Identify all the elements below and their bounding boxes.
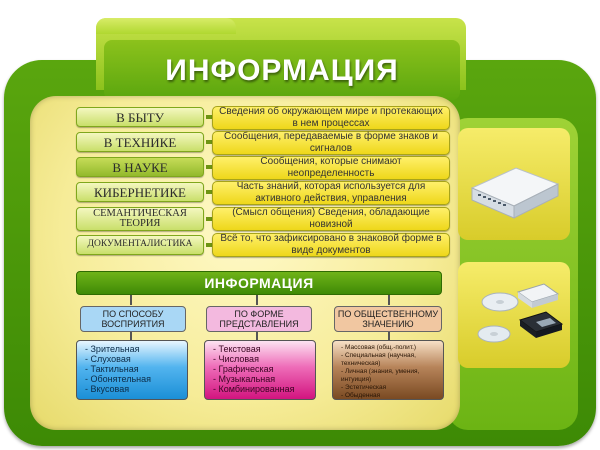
- connector-line: [388, 332, 390, 340]
- definition-label-science: В НАУКЕ: [76, 157, 204, 177]
- list-item: - Комбинированная: [213, 384, 295, 394]
- connector-line: [256, 332, 258, 340]
- list-perception: - Зрительная - Слуховая - Тактильная - О…: [76, 340, 188, 400]
- definition-label-technology: В ТЕХНИКЕ: [76, 132, 204, 152]
- list-item: - Массовая (общ.-полит.): [341, 344, 417, 351]
- category-perception-label: ПО СПОСОБУ ВОСПРИЯТИЯ: [101, 309, 165, 329]
- title-band: [104, 40, 460, 100]
- folder-tab-notch: [96, 18, 236, 34]
- list-item: - Тактильная: [85, 364, 139, 374]
- list-item: - Эстетическая: [341, 384, 387, 391]
- definition-label-everyday: В БЫТУ: [76, 107, 204, 127]
- definition-desc-semantic-theory: (Смысл общения) Сведения, обладающие нов…: [212, 207, 450, 231]
- definition-label-documentation: ДОКУМЕНТАЛИСТИКА: [76, 235, 204, 255]
- list-item: - Обыденная: [341, 392, 381, 399]
- definition-desc-everyday: Сведения об окружающем мире и протекающи…: [212, 106, 450, 130]
- list-item: - Вкусовая: [85, 384, 130, 394]
- page-title: ИНФОРМАЦИЯ: [165, 54, 399, 87]
- list-item: - Зрительная: [85, 344, 140, 354]
- definition-desc-cybernetics: Часть знаний, которая используется для а…: [212, 181, 450, 205]
- list-item: - Текстовая: [213, 344, 261, 354]
- list-item: - Обонятельная: [85, 374, 152, 384]
- definition-desc-science: Сообщения, которые снимают неопределенно…: [212, 156, 450, 180]
- storage-media-card: [458, 262, 570, 368]
- connector-line: [256, 295, 258, 305]
- category-social-value: ПО ОБЩЕСТВЕННОМУ ЗНАЧЕНИЮ: [334, 306, 442, 332]
- list-item: техническая): [341, 360, 381, 367]
- category-social-value-label: ПО ОБЩЕСТВЕННОМУ ЗНАЧЕНИЮ: [337, 309, 439, 329]
- connector-line: [130, 295, 132, 305]
- list-item: - Графическая: [213, 364, 274, 374]
- list-item: - Личная (знания, умения,: [341, 368, 420, 375]
- connector-line: [130, 332, 132, 340]
- list-item: - Числовая: [213, 354, 259, 364]
- connector-line: [388, 295, 390, 305]
- cd-discs-icon: [477, 292, 519, 343]
- classification-title: ИНФОРМАЦИЯ: [76, 271, 442, 295]
- list-social-value: - Массовая (общ.-полит.) - Специальная (…: [332, 340, 444, 400]
- network-switch-icon: [470, 167, 560, 219]
- list-representation: - Текстовая - Числовая - Графическая - М…: [204, 340, 316, 400]
- category-representation: ПО ФОРМЕ ПРЕДСТАВЛЕНИЯ: [206, 306, 312, 332]
- category-representation-label: ПО ФОРМЕ ПРЕДСТАВЛЕНИЯ: [219, 309, 299, 329]
- definition-label-semantic-theory: СЕМАНТИЧЕСКАЯ ТЕОРИЯ: [76, 207, 204, 231]
- floppy-disks-icon: [477, 283, 564, 343]
- list-item: интуиция): [341, 376, 372, 383]
- list-item: - Музыкальная: [213, 374, 276, 384]
- list-item: - Слуховая: [85, 354, 131, 364]
- list-item: - Специальная (научная,: [341, 352, 416, 359]
- definition-desc-technology: Сообщения, передаваемые в форме знаков и…: [212, 131, 450, 155]
- category-perception: ПО СПОСОБУ ВОСПРИЯТИЯ: [80, 306, 186, 332]
- definition-desc-documentation: Всё то, что зафиксировано в знаковой фор…: [212, 233, 450, 257]
- network-device-card: [458, 128, 570, 240]
- definition-label-cybernetics: КИБЕРНЕТИКЕ: [76, 182, 204, 202]
